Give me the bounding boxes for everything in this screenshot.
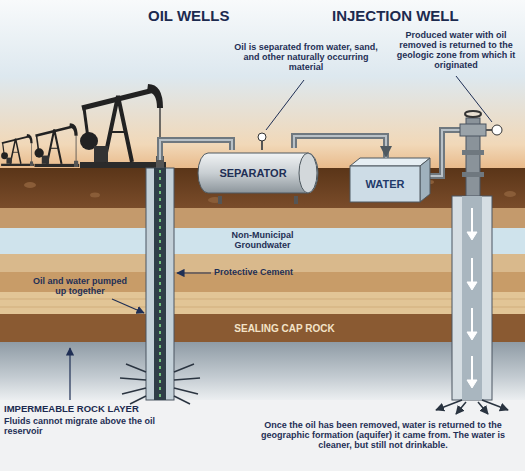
shale-layer (0, 272, 525, 292)
rock-speckle (504, 191, 516, 197)
lower-ground (0, 400, 525, 471)
groundwater-layer (0, 228, 525, 254)
tank-front (350, 166, 420, 202)
burst-line (130, 396, 146, 404)
perforation-burst (120, 364, 200, 404)
node-text: WATER (366, 178, 405, 190)
node-text: Non-Municipal Groundwater (224, 231, 302, 251)
leader-line (266, 80, 304, 130)
separator-tank: SEPARATOR (198, 148, 318, 198)
flow-arrow-head (467, 232, 477, 240)
flow-arrow (471, 258, 473, 282)
outflow-arrow (456, 402, 466, 414)
sand-stripe (0, 307, 525, 308)
burst-line (174, 388, 198, 394)
node-text: SEPARATOR (219, 167, 286, 179)
tank-top (350, 158, 430, 166)
flow-arrow (471, 208, 473, 232)
outflow-arrow (478, 402, 488, 414)
leader-arrow (177, 272, 211, 273)
oil-water-flow (159, 170, 161, 398)
clay-layer (0, 208, 525, 228)
text-stack: Non-Municipal Groundwater (224, 231, 302, 251)
tank-leg (218, 196, 222, 204)
water-tank: WATER (350, 158, 430, 202)
cap-rock-band: SEALING CAP ROCK (0, 314, 525, 342)
pipe (428, 130, 464, 176)
outflow-arrows (436, 400, 508, 414)
well-casing (154, 168, 166, 400)
tank-leg (294, 196, 298, 204)
pipe-connector (294, 136, 386, 158)
note-heading: IMPERMEABLE ROCK LAYER (4, 404, 164, 415)
wellhead-flange (462, 172, 484, 177)
outflow-arrow (482, 400, 508, 410)
callout-text: Oil is separated from water, sand, and o… (226, 42, 386, 72)
burst-line (174, 364, 194, 372)
wellhead-tee (460, 124, 486, 136)
rock-speckle (90, 193, 100, 198)
note-text: Fluids cannot migrate above the oil rese… (4, 416, 164, 436)
leader-arrow (69, 348, 70, 400)
sandstone-layer (0, 254, 525, 272)
rock-speckle (208, 197, 222, 203)
pipe-flow (294, 136, 386, 158)
down-arrows (467, 208, 477, 388)
flow-arrow-head (467, 282, 477, 290)
injection-casing (462, 196, 482, 400)
text-stack: WATER (366, 178, 405, 190)
wellhead-flange (462, 150, 484, 155)
pressure-gauge (492, 125, 502, 135)
pipe-highlight (428, 130, 464, 176)
flow-arrow (471, 308, 473, 332)
section-heading: OIL WELLS (148, 8, 288, 25)
leader-arrow (112, 299, 144, 313)
note-text: Once the oil has been removed, water is … (244, 420, 522, 450)
outflow-arrow (436, 400, 462, 410)
burst-line (122, 388, 146, 394)
sky (0, 0, 525, 170)
section-heading: INJECTION WELL (332, 8, 522, 25)
sand-stripe (0, 299, 525, 300)
rock-speckle (24, 182, 36, 188)
burst-line (120, 378, 146, 380)
callout-text: Produced water with oil removed is retur… (390, 30, 522, 71)
text-stack: SEPARATOR (219, 167, 286, 179)
pipe-body (294, 136, 386, 158)
tank-body (198, 153, 318, 193)
node-text: SEALING CAP ROCK (234, 323, 334, 334)
burst-line (126, 364, 146, 372)
leader-line (456, 76, 492, 122)
sand-layer (0, 292, 525, 314)
flow-arrow (471, 356, 473, 380)
tank-end (299, 153, 317, 193)
injection-cement (452, 196, 492, 400)
pressure-gauge (258, 133, 266, 141)
flow-arrow-head (467, 380, 477, 388)
protective-cement (146, 168, 174, 400)
callout-text: Oil and water pumped up together (30, 276, 130, 296)
pump-jack (80, 84, 166, 168)
burst-line (174, 396, 190, 404)
small-pump-jack (1, 134, 34, 166)
oil-reservoir (0, 342, 525, 400)
valve-wheel (465, 111, 481, 117)
burst-line (174, 378, 200, 380)
callout-text: Protective Cement (214, 267, 324, 277)
tank-side (420, 158, 430, 202)
small-pump-jack (34, 123, 79, 167)
groundwater-band: Non-Municipal Groundwater (0, 228, 525, 254)
gauge-stem (486, 129, 492, 131)
cap-rock-layer (0, 314, 525, 342)
text-stack: SEALING CAP ROCK (234, 323, 334, 334)
flow-arrow-head (467, 332, 477, 340)
